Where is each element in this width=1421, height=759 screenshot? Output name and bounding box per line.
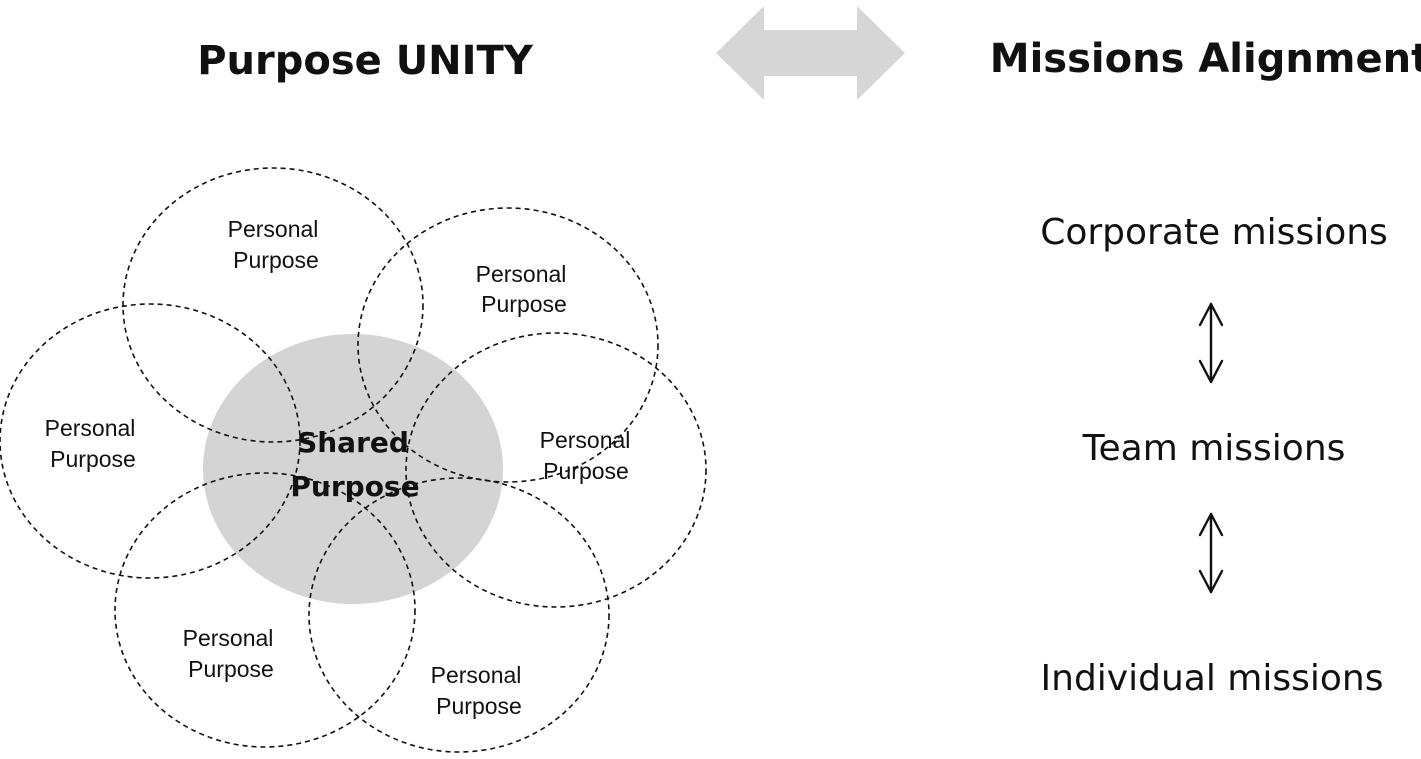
personal-circle-right [405, 332, 707, 608]
personal-purpose-label-1: Personal Purpose [228, 216, 319, 273]
individual-missions-label: Individual missions [1041, 658, 1384, 699]
personal-purpose-line1: Personal [540, 427, 631, 453]
shared-purpose-line2: Purpose [290, 470, 419, 503]
personal-purpose-line1: Personal [183, 625, 274, 651]
vertical-double-arrow-icon [1198, 512, 1224, 594]
shared-purpose-label: Shared Purpose [290, 426, 419, 503]
shared-purpose-line1: Shared [297, 426, 409, 459]
personal-purpose-line1: Personal [431, 662, 522, 688]
personal-circle-left [0, 303, 301, 579]
personal-purpose-label-3: Personal Purpose [45, 415, 136, 472]
personal-purpose-line1: Personal [45, 415, 136, 441]
personal-purpose-line2: Purpose [436, 693, 522, 719]
personal-purpose-line2: Purpose [233, 247, 319, 273]
personal-circle-bottom-left [114, 472, 416, 748]
vertical-double-arrow-icon [1198, 302, 1224, 384]
purpose-unity-title: Purpose UNITY [197, 38, 534, 84]
personal-circle-bottom-right [308, 477, 610, 753]
personal-purpose-label-4: Personal Purpose [540, 427, 631, 484]
personal-purpose-line2: Purpose [50, 446, 136, 472]
double-headed-arrow-icon [716, 6, 905, 100]
team-missions-label: Team missions [1082, 428, 1346, 469]
personal-purpose-line1: Personal [228, 216, 319, 242]
personal-purpose-line2: Purpose [481, 291, 567, 317]
corporate-missions-label: Corporate missions [1040, 212, 1388, 253]
personal-purpose-line2: Purpose [188, 656, 274, 682]
personal-purpose-line2: Purpose [543, 458, 629, 484]
shared-purpose-circle [203, 334, 503, 604]
personal-circles [0, 167, 707, 753]
personal-circle-top [122, 167, 424, 443]
personal-purpose-line1: Personal [476, 261, 567, 287]
personal-circle-top-right [357, 207, 659, 483]
personal-purpose-label-2: Personal Purpose [476, 261, 567, 317]
missions-alignment-title: Missions Alignment [990, 36, 1421, 82]
personal-purpose-label-5: Personal Purpose [183, 625, 274, 682]
personal-purpose-label-6: Personal Purpose [431, 662, 522, 719]
